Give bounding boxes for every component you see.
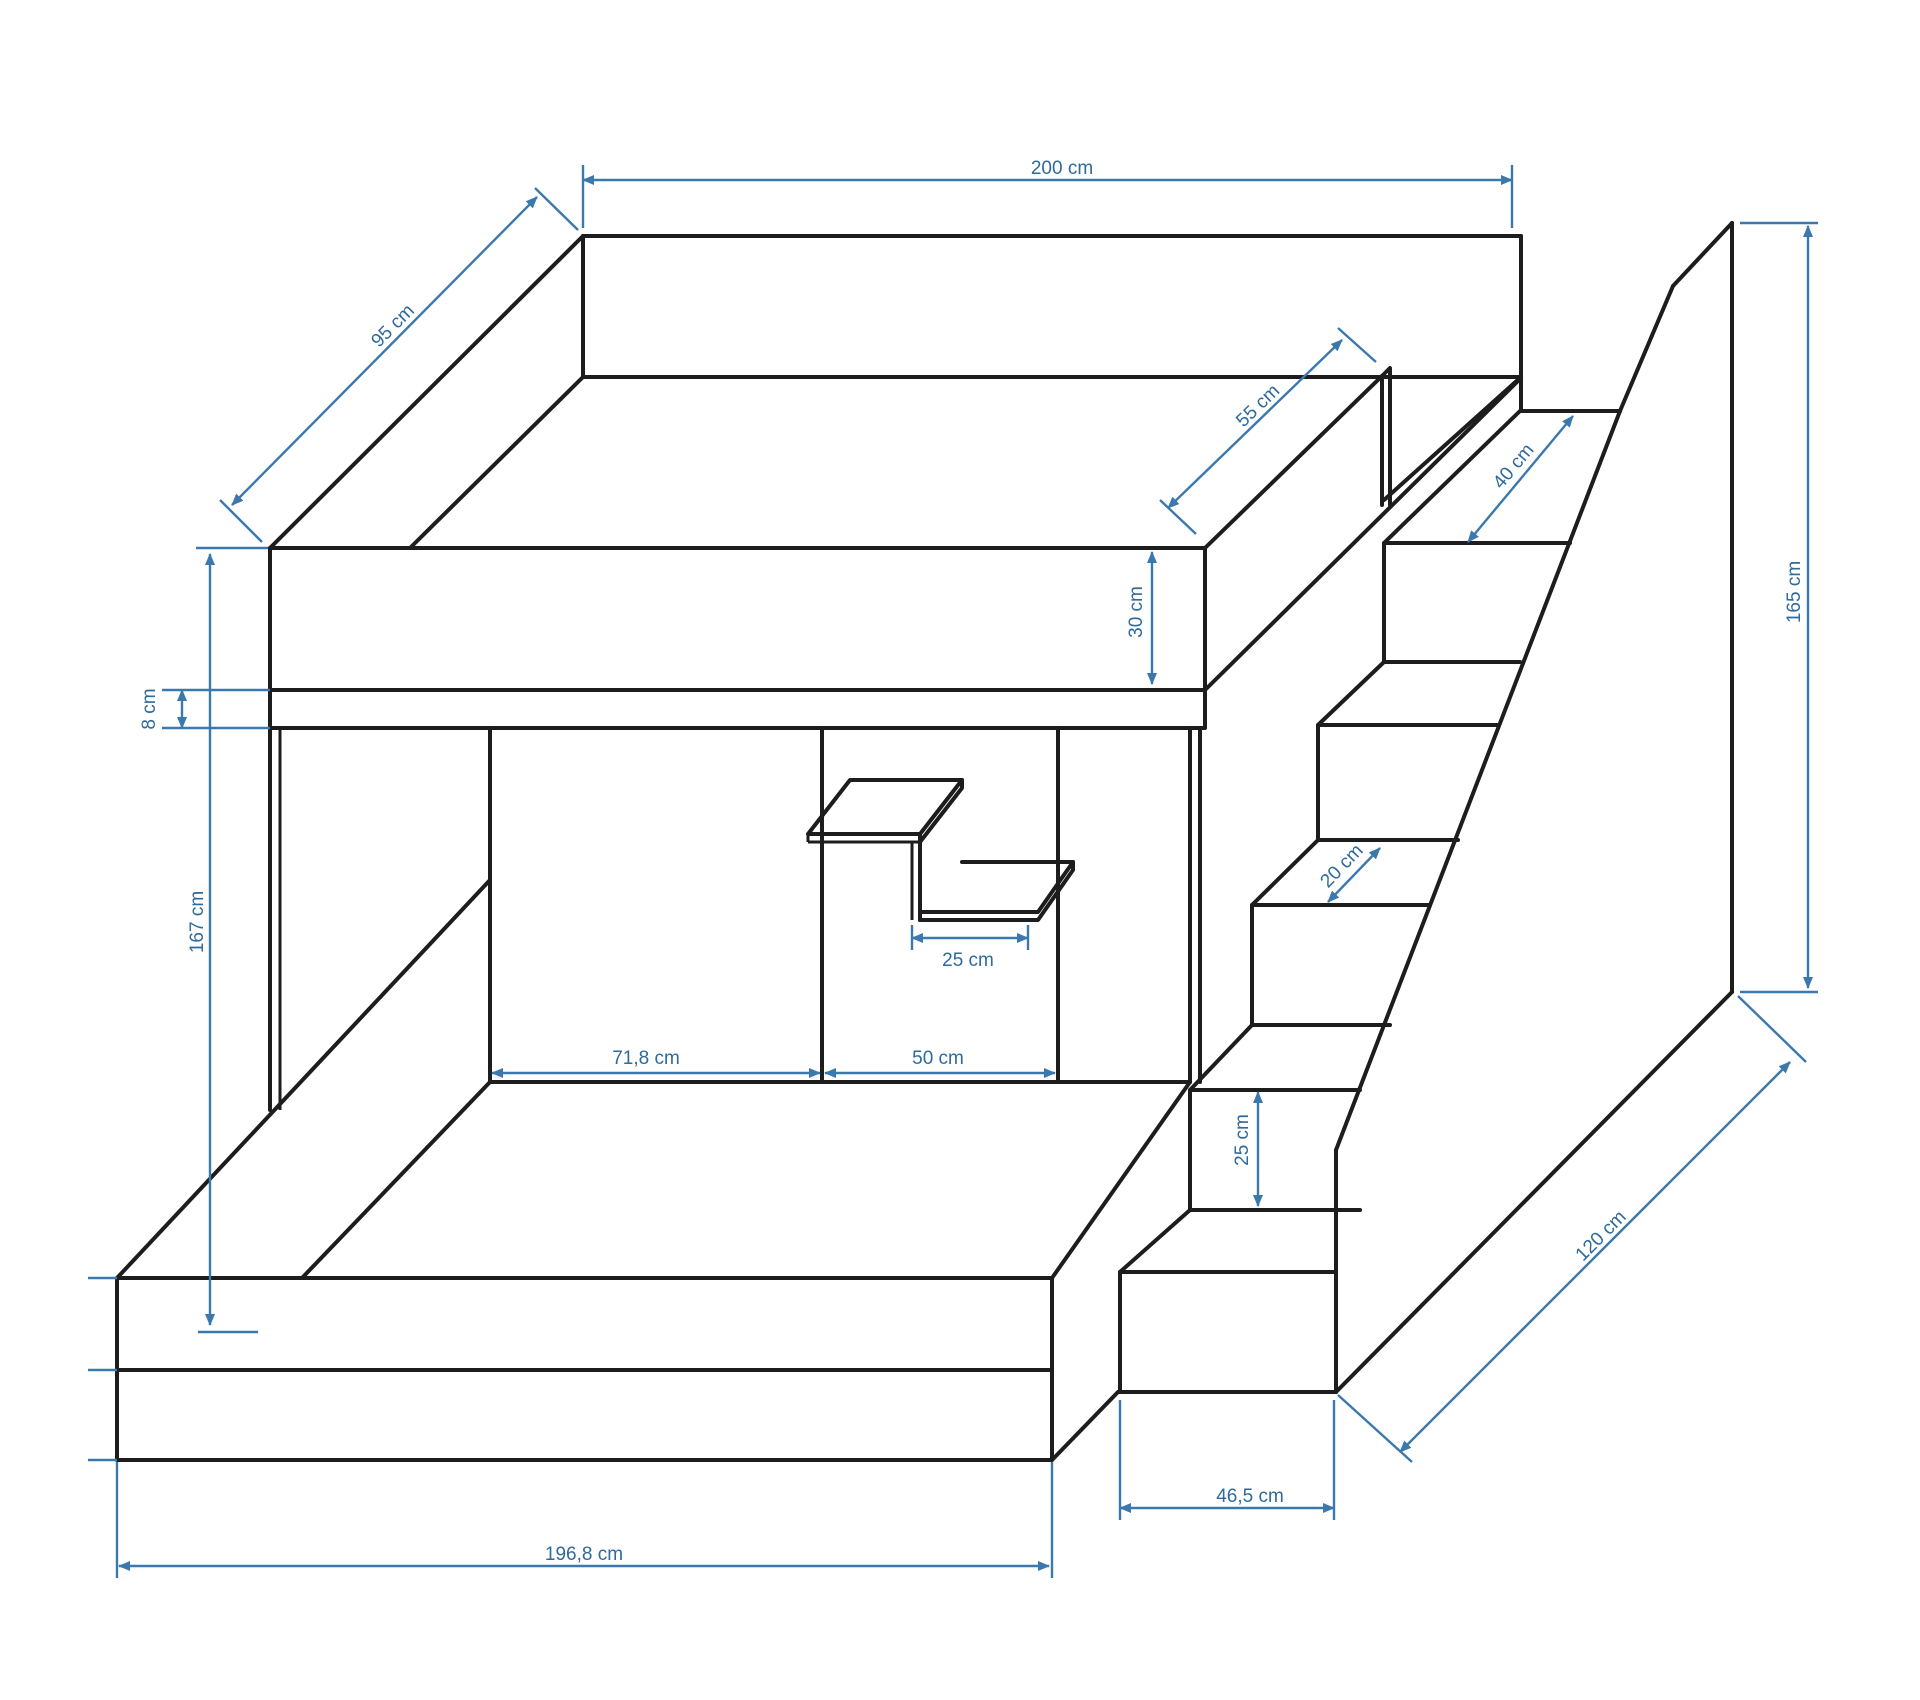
- dim-55-tick-bottom: [1159, 499, 1197, 535]
- label-25-step: 25 cm: [1232, 1114, 1253, 1166]
- dim-95-tick-top: [534, 187, 579, 231]
- label-200: 200 cm: [1031, 158, 1093, 179]
- lower-left-inner-edge: [300, 1080, 492, 1280]
- lower-drawer: [115, 1368, 1054, 1462]
- shelf-lower-top: [918, 860, 1075, 914]
- stairs-front-profile: [1118, 409, 1622, 1394]
- stairs-stringer: [1334, 409, 1622, 1152]
- label-165: 165 cm: [1784, 561, 1805, 623]
- dim-120-tick-bottom: [1337, 1394, 1413, 1463]
- lower-right-top-edge: [1050, 1080, 1192, 1280]
- upper-back-panel: [581, 234, 1523, 379]
- dimension-lines: [88, 165, 1818, 1578]
- stairs-top-cap: [1671, 221, 1734, 288]
- label-95: 95 cm: [367, 300, 418, 351]
- label-71-8: 71,8 cm: [612, 1048, 680, 1069]
- label-196-8: 196,8 cm: [545, 1544, 623, 1565]
- label-30: 30 cm: [1126, 586, 1147, 638]
- lower-right-base-edge: [1050, 1390, 1120, 1462]
- dim-20-line: [1327, 847, 1381, 903]
- label-20: 20 cm: [1317, 840, 1368, 892]
- dim-120-tick-top: [1737, 995, 1807, 1063]
- dim-95-tick-bottom: [219, 499, 263, 543]
- shelf-upper-side: [918, 778, 964, 844]
- upper-left-top-edge: [268, 234, 585, 550]
- lower-front-rail: [115, 1276, 1054, 1372]
- label-46-5: 46,5 cm: [1216, 1486, 1284, 1507]
- label-167: 167 cm: [187, 891, 208, 953]
- dim-55-line: [1167, 339, 1343, 509]
- dim-95-line: [231, 196, 538, 506]
- shelf-upper-top: [806, 778, 964, 836]
- dim-55-tick-top: [1337, 327, 1377, 363]
- shelf-lower-lip: [918, 860, 1075, 922]
- label-8: 8 cm: [139, 688, 160, 729]
- upper-board: [268, 688, 1207, 730]
- bed-outline: [115, 221, 1734, 1462]
- label-50: 50 cm: [912, 1048, 964, 1069]
- lower-left-top-edge: [115, 878, 492, 1280]
- label-55: 55 cm: [1232, 381, 1284, 432]
- dim-120-line: [1399, 1061, 1791, 1453]
- label-120: 120 cm: [1572, 1207, 1631, 1266]
- stairs-stringer-top: [1618, 284, 1675, 413]
- upper-left-inner-edge: [408, 375, 585, 550]
- label-25-shelf: 25 cm: [942, 950, 994, 971]
- upper-right-back-edge: [1382, 375, 1523, 502]
- upper-front-rail: [268, 546, 1207, 692]
- upper-guard-side: [1203, 366, 1392, 550]
- dim-40-line: [1467, 415, 1574, 543]
- stairs-base-diagonal: [1334, 990, 1734, 1394]
